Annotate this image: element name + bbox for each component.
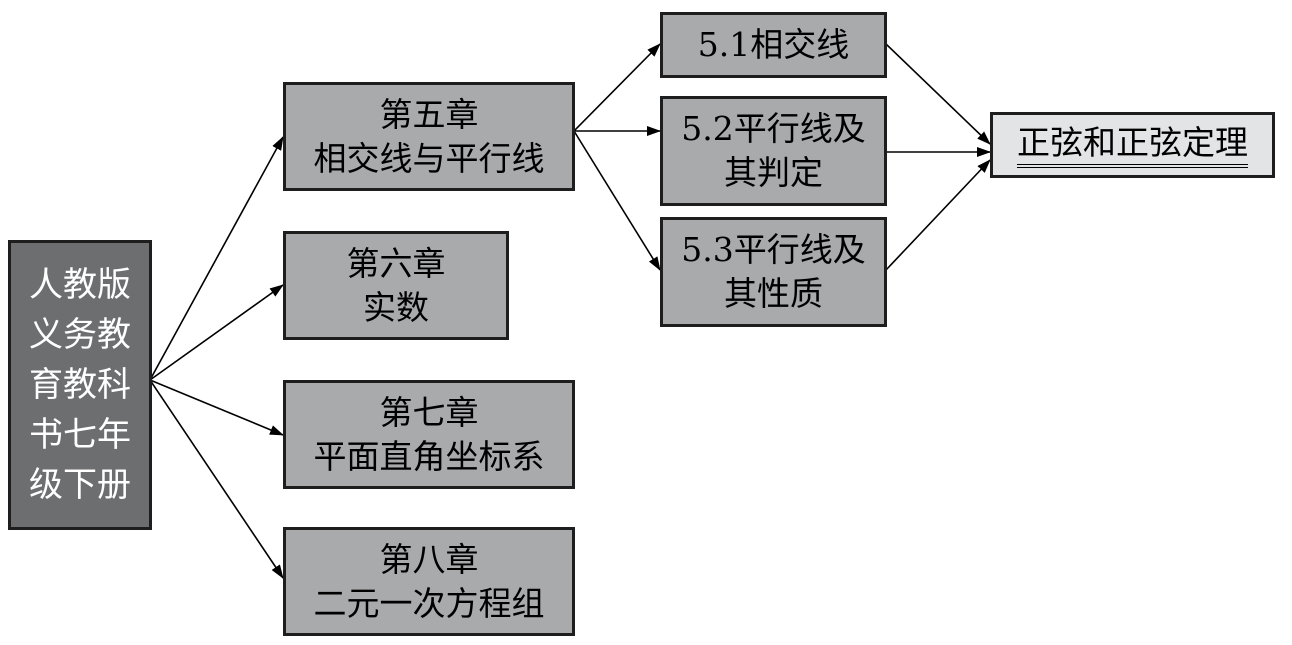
section-node-5-1: 5.1相交线 bbox=[660, 12, 887, 78]
chapter-node-8: 第八章 二元一次方程组 bbox=[283, 527, 575, 636]
arrow-root-to-chapter8 bbox=[149, 379, 284, 579]
chapter6-title: 实数 bbox=[363, 287, 429, 327]
chapter8-number: 第八章 bbox=[379, 539, 479, 579]
arrow-section53-to-target bbox=[885, 159, 991, 271]
section-node-5-3: 5.3平行线及 其性质 bbox=[660, 217, 887, 327]
root-line-5: 级下册 bbox=[29, 465, 131, 505]
arrow-root-to-chapter5 bbox=[149, 136, 284, 381]
arrow-root-to-chapter6 bbox=[149, 284, 284, 381]
root-node-textbook: 人教版 义务教 育教科 书七年 级下册 bbox=[8, 240, 152, 530]
section53-line-2: 其性质 bbox=[724, 274, 823, 313]
arrow-chapter5-to-section51 bbox=[573, 43, 661, 132]
root-line-3: 育教科 bbox=[29, 365, 131, 405]
chapter5-title: 相交线与平行线 bbox=[313, 138, 545, 178]
chapter7-title: 平面直角坐标系 bbox=[313, 436, 545, 476]
target-node-sine-law: 正弦和正弦定理 bbox=[990, 112, 1275, 178]
section-node-5-2: 5.2平行线及 其判定 bbox=[660, 96, 887, 206]
root-line-2: 义务教 bbox=[29, 315, 131, 355]
chapter6-number: 第六章 bbox=[346, 243, 446, 283]
chapter7-number: 第七章 bbox=[379, 392, 479, 432]
chapter8-title: 二元一次方程组 bbox=[313, 583, 545, 623]
chapter-node-5: 第五章 相交线与平行线 bbox=[283, 82, 575, 191]
section52-line-1: 5.2平行线及 bbox=[681, 109, 866, 148]
section51-title: 5.1相交线 bbox=[697, 25, 850, 64]
section52-line-2: 其判定 bbox=[724, 153, 823, 192]
target-title: 正弦和正弦定理 bbox=[1017, 123, 1248, 168]
chapter-node-6: 第六章 实数 bbox=[283, 231, 509, 340]
arrow-section51-to-target bbox=[885, 43, 991, 145]
root-line-4: 书七年 bbox=[29, 415, 131, 455]
arrow-chapter5-to-section53 bbox=[573, 130, 661, 271]
root-line-1: 人教版 bbox=[29, 265, 131, 305]
chapter5-number: 第五章 bbox=[379, 94, 479, 134]
chapter-node-7: 第七章 平面直角坐标系 bbox=[283, 380, 575, 489]
section53-line-1: 5.3平行线及 bbox=[681, 230, 866, 269]
arrow-root-to-chapter7 bbox=[149, 379, 284, 436]
